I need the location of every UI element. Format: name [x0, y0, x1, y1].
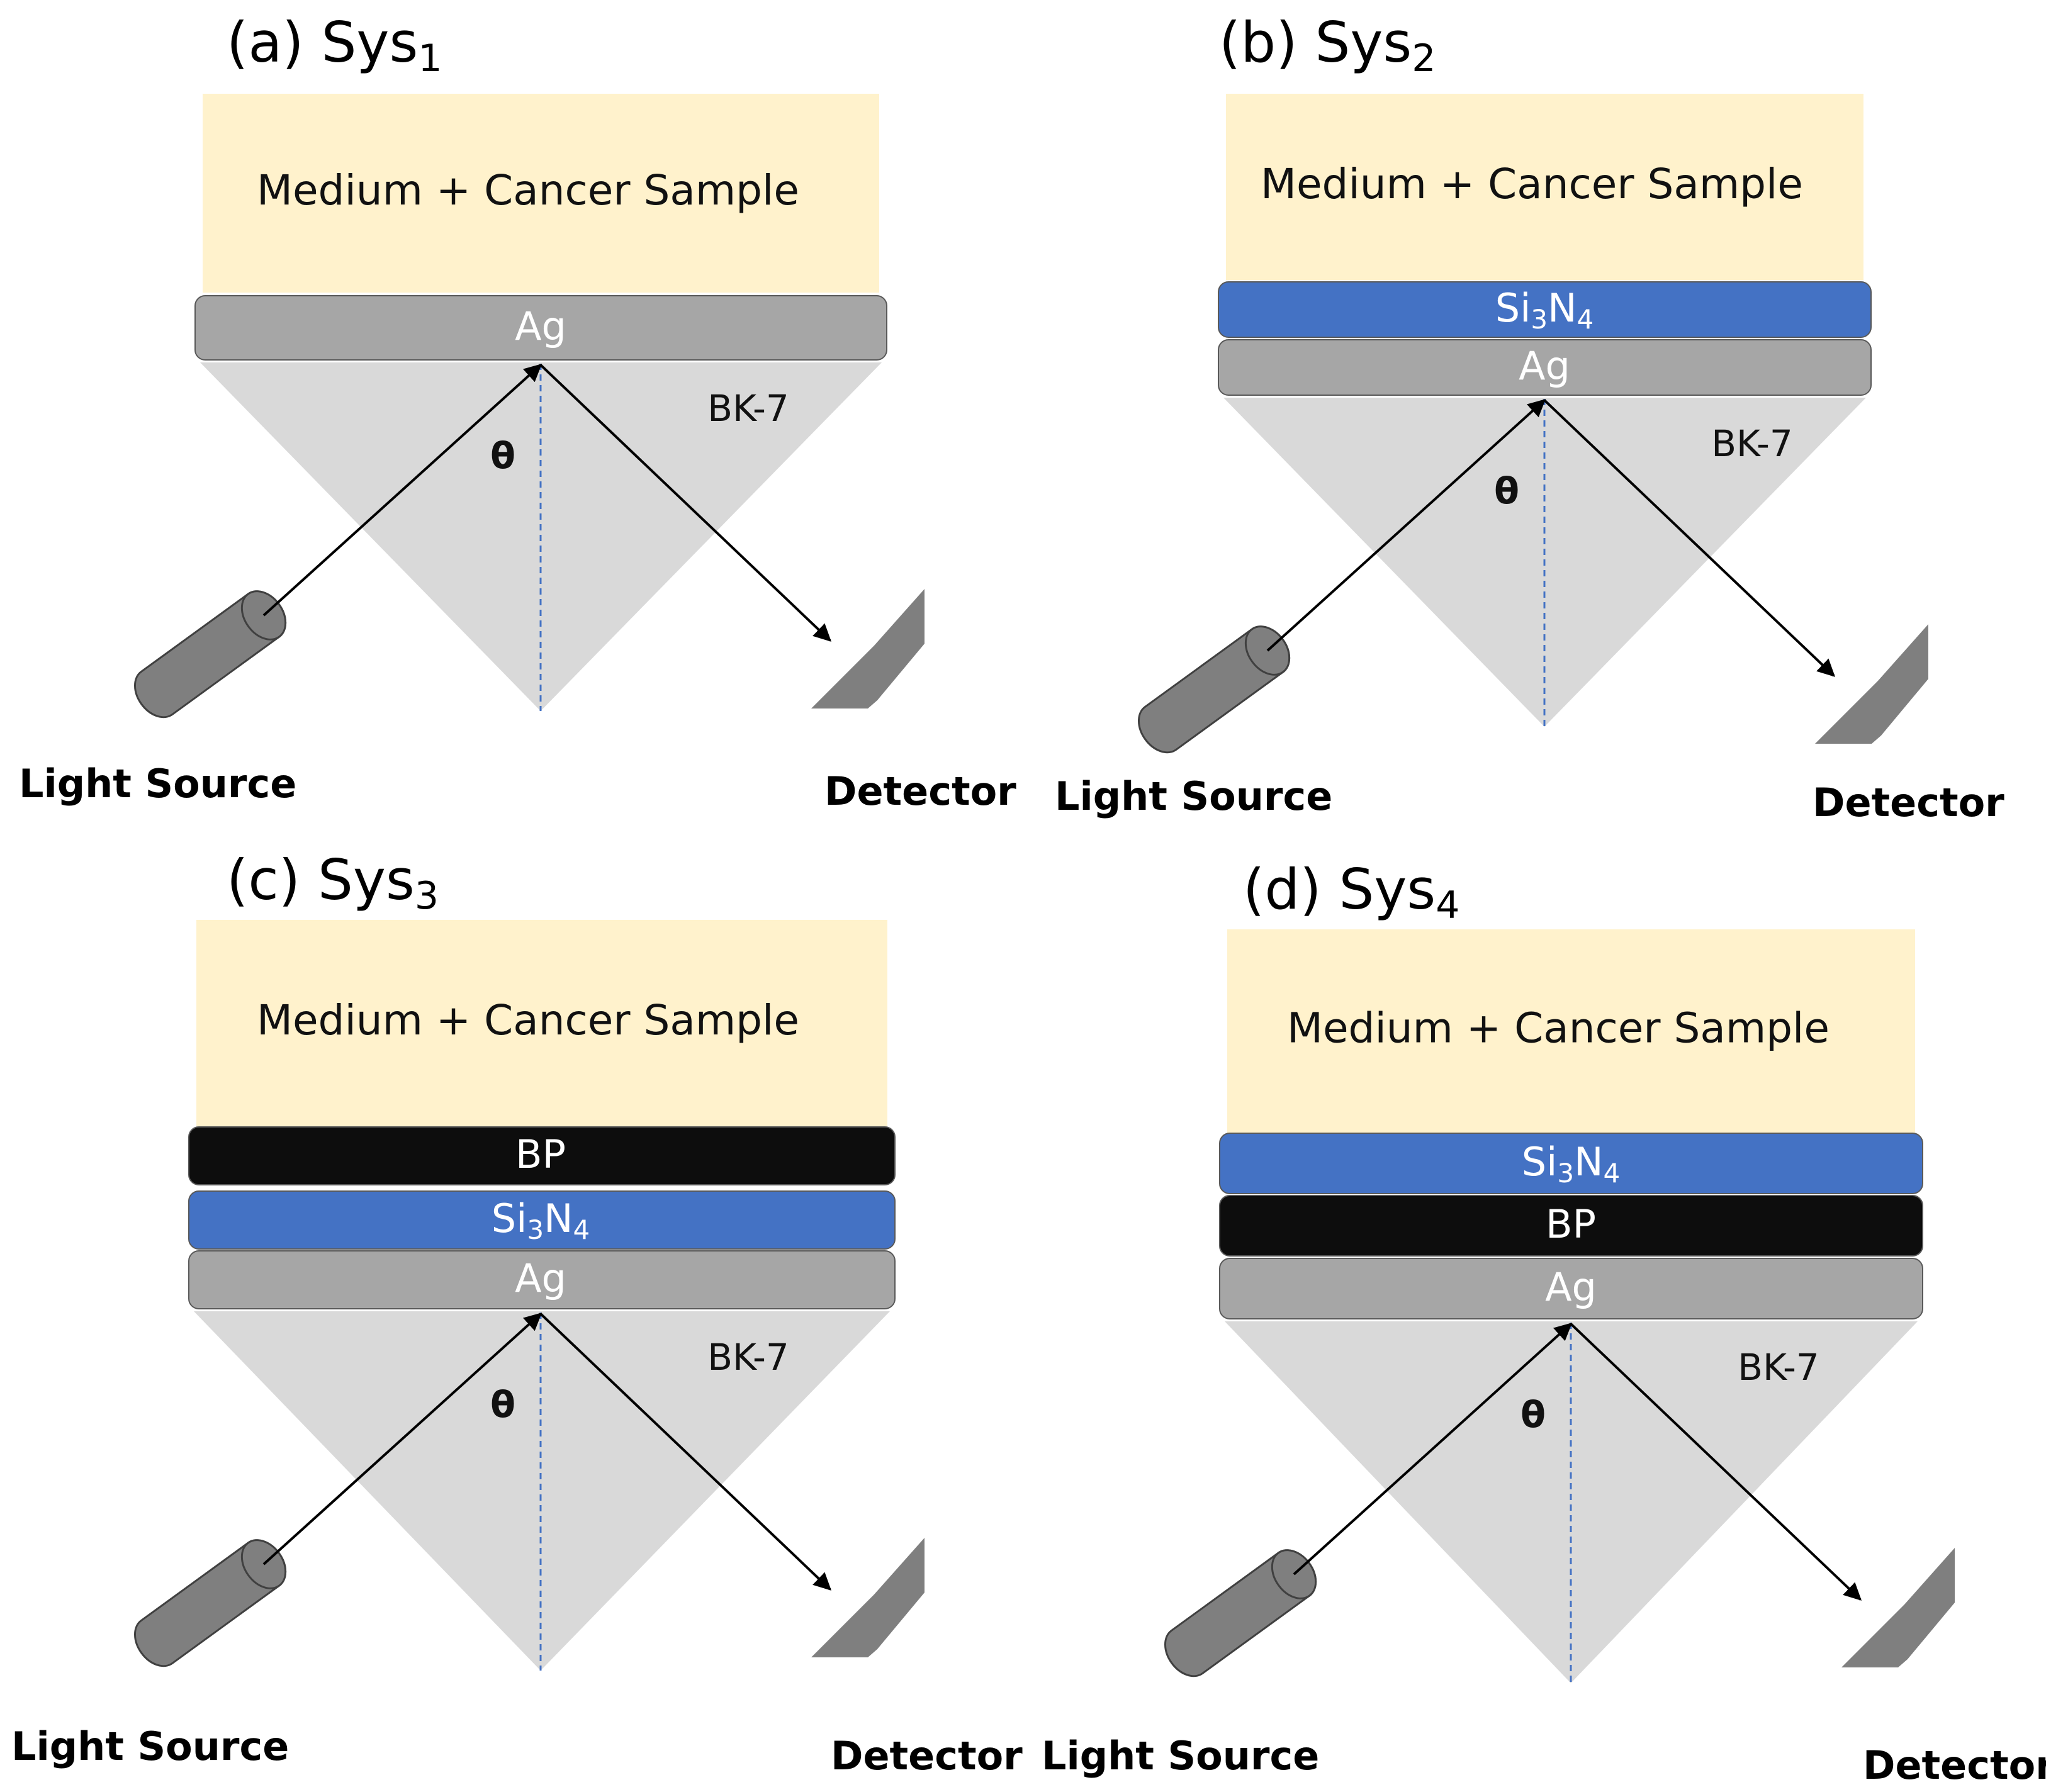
- reflected-ray: [1570, 1323, 1862, 1601]
- reflected-ray: [1543, 399, 1836, 677]
- layer-bp: [1219, 1195, 1923, 1257]
- detector-icon: [811, 1538, 925, 1657]
- light-source-label: Light Source: [1042, 1733, 1319, 1779]
- light-source-icon: [1164, 1549, 1317, 1677]
- light-source-icon: [133, 1539, 287, 1667]
- layer-bp: [188, 1126, 896, 1185]
- light-source-label: Light Source: [11, 1723, 289, 1769]
- panel-title: (c) Sys3: [227, 848, 439, 918]
- angle-theta-label: θ: [1494, 469, 1519, 512]
- incident-ray: [262, 1313, 542, 1565]
- layer-bp-label: BP: [1546, 1201, 1596, 1247]
- panel-title: (d) Sys4: [1243, 857, 1459, 927]
- layer-ag: [194, 295, 887, 361]
- layer-ag-label: Ag: [515, 1255, 566, 1301]
- layer-si3n4: [1218, 281, 1872, 338]
- detector-icon: [1841, 1548, 1955, 1667]
- detector-label: Detector: [1863, 1742, 2046, 1788]
- angle-theta-label: θ: [490, 434, 515, 477]
- layer-ag: [188, 1250, 896, 1309]
- angle-theta-label: θ: [490, 1383, 515, 1426]
- sample-region: [203, 94, 879, 293]
- panel-title: (b) Sys2: [1219, 10, 1436, 81]
- angle-theta-label: θ: [1520, 1393, 1546, 1436]
- prism-bk7: [1225, 1321, 1918, 1683]
- layer-ag-label: Ag: [1545, 1264, 1597, 1310]
- panel-title: (a) Sys1: [227, 10, 442, 81]
- layer-si3n4-label: Si3N4: [1522, 1139, 1620, 1188]
- layer-si3n4-label: Si3N4: [492, 1196, 590, 1245]
- light-source-icon: [133, 590, 287, 719]
- detector-label: Detector: [831, 1733, 1023, 1779]
- sample-region: [196, 920, 887, 1126]
- detector-label: Detector: [824, 768, 1016, 814]
- layer-si3n4: [1219, 1133, 1923, 1194]
- detector-icon: [811, 589, 925, 708]
- prism-label: BK-7: [707, 1336, 789, 1379]
- prism-label: BK-7: [707, 387, 789, 430]
- sample-label: Medium + Cancer Sample: [1287, 1004, 1830, 1053]
- sample-label: Medium + Cancer Sample: [257, 166, 799, 215]
- layer-ag: [1218, 339, 1872, 396]
- prism-bk7: [194, 1311, 890, 1671]
- layer-ag: [1219, 1258, 1923, 1319]
- layer-ag-label: Ag: [1519, 343, 1570, 389]
- layer-si3n4: [188, 1190, 896, 1250]
- detector-label: Detector: [1813, 780, 2004, 826]
- prism-label: BK-7: [1738, 1346, 1819, 1389]
- sample-region: [1226, 94, 1863, 280]
- reflected-ray: [539, 364, 832, 642]
- sample-label: Medium + Cancer Sample: [257, 996, 799, 1044]
- light-source-label: Light Source: [19, 761, 296, 807]
- layer-si3n4-label: Si3N4: [1495, 285, 1594, 334]
- layer-ag-label: Ag: [515, 303, 566, 349]
- prism-label: BK-7: [1711, 422, 1793, 465]
- layer-bp-label: BP: [515, 1131, 566, 1177]
- light-source-label: Light Source: [1055, 773, 1332, 819]
- reflected-ray: [539, 1313, 832, 1591]
- sample-region: [1227, 929, 1915, 1133]
- incident-ray: [1266, 399, 1546, 652]
- incident-ray: [1293, 1323, 1573, 1576]
- sample-label: Medium + Cancer Sample: [1261, 160, 1803, 208]
- detector-icon: [1815, 624, 1928, 744]
- light-source-icon: [1137, 625, 1291, 754]
- incident-ray: [262, 364, 542, 617]
